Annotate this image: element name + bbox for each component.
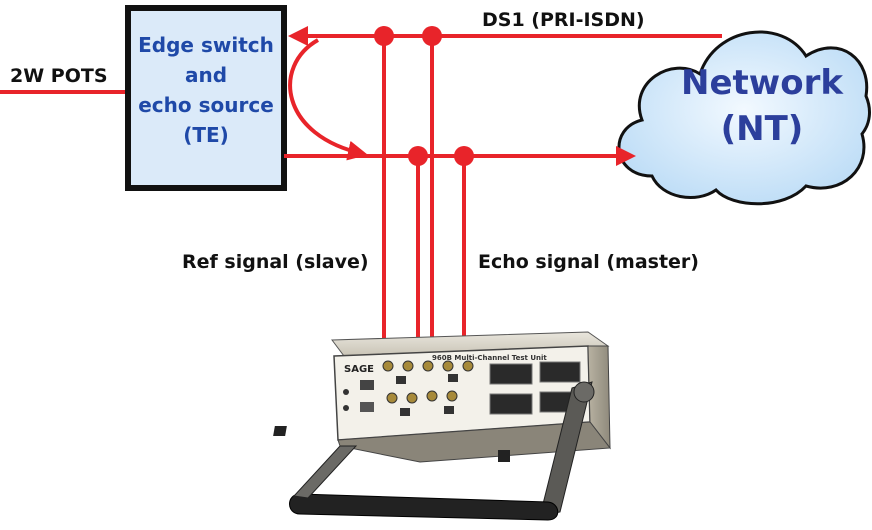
front-knob xyxy=(343,389,349,395)
front-port xyxy=(360,402,374,412)
device-model: 960B Multi-Channel Test Unit xyxy=(432,354,547,362)
junction-dot xyxy=(454,146,474,166)
handle-left-arm xyxy=(292,445,358,499)
bnc-connector xyxy=(426,390,438,402)
signal-paths xyxy=(284,26,722,360)
network-nt-label: (NT) xyxy=(721,109,804,149)
device-bottom xyxy=(337,421,611,463)
device-foot xyxy=(498,450,510,462)
junction-dot xyxy=(422,26,442,46)
bnc-connector xyxy=(462,360,474,372)
ref-signal-label: Ref signal (slave) xyxy=(182,251,369,273)
bnc-connector xyxy=(402,360,414,372)
edge-switch-box: Edge switch and echo source (TE) xyxy=(125,5,287,191)
edge-switch-line-2: and xyxy=(185,63,227,87)
network-label: Network xyxy=(681,63,844,103)
device-foot xyxy=(273,426,287,436)
test-unit-device: SAGE 960B Multi-Channel Test Unit xyxy=(273,331,611,521)
bnc-connector xyxy=(382,360,394,372)
edge-switch-line-3: echo source xyxy=(138,93,274,117)
handle-hub xyxy=(573,381,595,403)
pots-label: 2W POTS xyxy=(10,65,108,87)
bnc-connector xyxy=(406,392,418,404)
bnc-connector xyxy=(442,360,454,372)
jack-block xyxy=(489,363,533,385)
junction-dot xyxy=(374,26,394,46)
rj-jack xyxy=(400,408,410,416)
edge-switch-line-1: Edge switch xyxy=(138,33,274,57)
device-handle-grip xyxy=(289,493,559,521)
cloud-shape xyxy=(617,30,871,206)
junction-dot xyxy=(408,146,428,166)
rj-jack xyxy=(444,406,454,414)
bnc-connector xyxy=(386,392,398,404)
front-display xyxy=(360,380,374,390)
echo-signal-label: Echo signal (master) xyxy=(478,251,699,273)
bnc-connector xyxy=(446,390,458,402)
front-knob xyxy=(343,405,349,411)
pots-link: 2W POTS xyxy=(0,65,128,94)
jack-block xyxy=(489,393,533,415)
ds1-label: DS1 (PRI-ISDN) xyxy=(482,9,645,31)
device-brand: SAGE xyxy=(344,364,374,375)
rj-jack xyxy=(448,374,458,382)
edge-switch-border xyxy=(125,5,287,191)
jack-block xyxy=(539,361,581,383)
bnc-connector xyxy=(422,360,434,372)
echo-loop-curve xyxy=(288,38,368,161)
network-cloud: Network (NT) xyxy=(617,30,871,206)
edge-switch-line-4: (TE) xyxy=(183,123,229,147)
rj-jack xyxy=(396,376,406,384)
